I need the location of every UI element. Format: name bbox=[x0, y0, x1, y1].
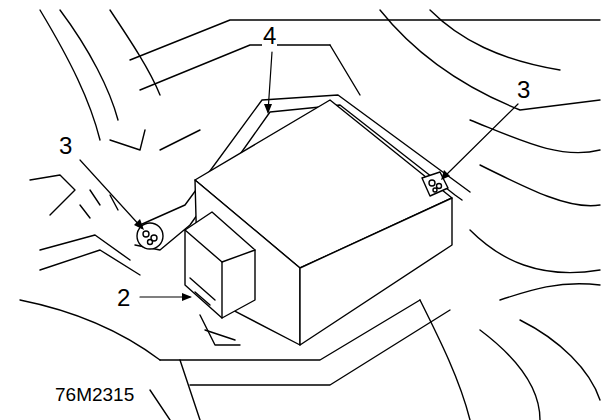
callout-number: 3 bbox=[58, 134, 73, 158]
callout-number: 2 bbox=[116, 286, 131, 310]
leader-line bbox=[80, 52, 518, 297]
arrowhead bbox=[134, 104, 450, 301]
callout-number: 4 bbox=[262, 24, 277, 48]
callout-number: 3 bbox=[516, 78, 531, 102]
surrounding-structure bbox=[20, 10, 600, 420]
harness-connector bbox=[185, 212, 255, 345]
figure-code: 76M2315 bbox=[54, 385, 135, 404]
